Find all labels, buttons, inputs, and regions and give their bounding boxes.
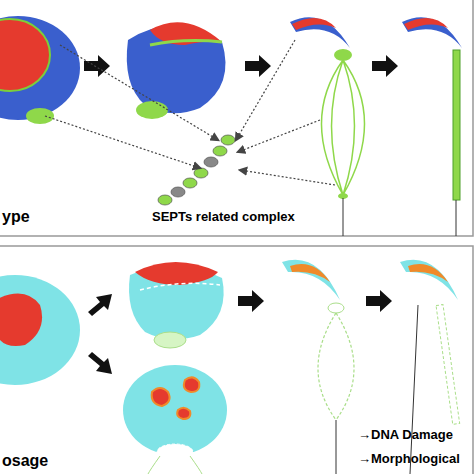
round-spermatid xyxy=(0,16,80,124)
abnormal-spermatid xyxy=(123,365,227,474)
panel-label: osage xyxy=(2,452,48,470)
dotted-arrow xyxy=(45,40,335,185)
sperm-annulus xyxy=(402,17,462,236)
round-spermatid-mutant xyxy=(0,275,80,385)
panel-frame xyxy=(0,246,473,474)
sept-complex-chain xyxy=(158,135,235,205)
stage-arrow xyxy=(84,55,398,77)
panel-frame xyxy=(0,0,473,236)
elongating-spermatid-mutant xyxy=(129,262,224,348)
elongating-spermatid xyxy=(127,22,226,119)
complex-label: SEPTs related complex xyxy=(152,210,295,224)
sperm-head-mutant xyxy=(282,260,354,474)
effect-note: →Morphological xyxy=(358,452,460,466)
sperm-head-basket xyxy=(290,17,365,236)
panel-label: ype xyxy=(2,208,30,226)
effect-note: →DNA Damage xyxy=(358,428,453,442)
